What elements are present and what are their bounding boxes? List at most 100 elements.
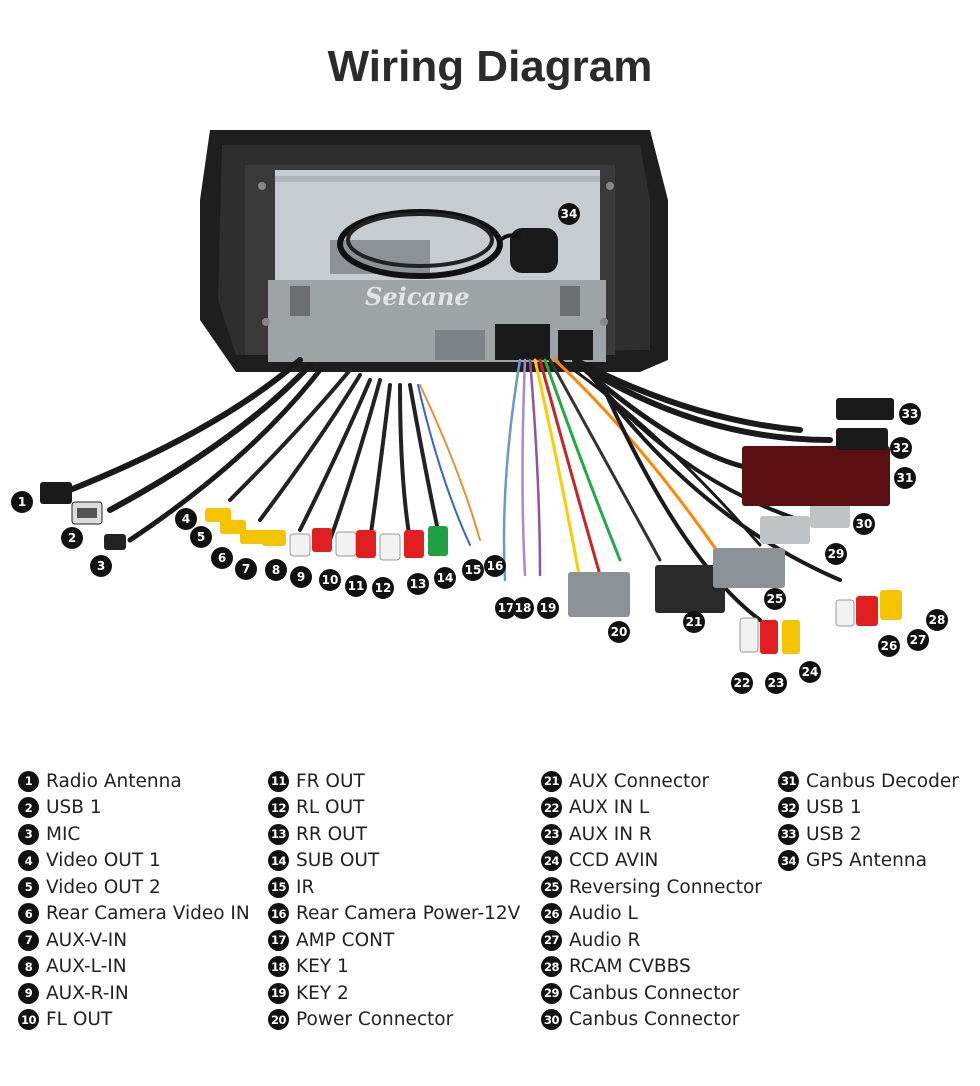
callout-label: 31	[897, 471, 914, 485]
callout-label: 9	[297, 570, 305, 584]
callout-label: 12	[375, 581, 392, 595]
legend-number-badge: 5	[18, 876, 39, 898]
callout-20: 20	[608, 621, 630, 643]
callout-label: 1	[18, 495, 26, 509]
callout-23: 23	[765, 672, 787, 694]
callout-label: 4	[182, 512, 190, 526]
legend-label: Video OUT 1	[46, 850, 161, 872]
callout-19: 19	[537, 597, 559, 619]
legend-label: Audio R	[569, 929, 641, 951]
callout-label: 3	[97, 559, 105, 573]
callout-34: 34	[558, 203, 580, 225]
legend-item: 9 AUX-R-IN	[18, 980, 250, 1007]
legend-number-badge: 27	[541, 929, 562, 951]
callout-label: 28	[929, 613, 946, 627]
power-connectors	[568, 398, 902, 654]
callout-26: 26	[878, 635, 900, 657]
callout-30: 30	[853, 513, 875, 535]
callout-17: 17	[495, 597, 517, 619]
callout-6: 6	[211, 547, 233, 569]
legend-label: FR OUT	[296, 770, 365, 792]
legend-number-badge: 10	[18, 1009, 39, 1031]
legend-label: USB 1	[46, 797, 102, 819]
legend-label: AUX-R-IN	[46, 982, 129, 1004]
callout-31: 31	[894, 467, 916, 489]
callout-label: 7	[242, 562, 250, 576]
callout-label: 6	[218, 551, 226, 565]
callout-7: 7	[235, 558, 257, 580]
callout-label: 23	[768, 676, 785, 690]
legend-number-badge: 9	[18, 982, 39, 1004]
legend-number-badge: 30	[541, 1009, 562, 1031]
callout-label: 32	[893, 441, 910, 455]
callout-label: 16	[487, 559, 504, 573]
callout-label: 5	[197, 530, 205, 544]
legend-label: GPS Antenna	[806, 850, 927, 872]
legend-number-badge: 2	[18, 797, 39, 819]
legend-number-badge: 32	[778, 797, 799, 819]
legend-label: Rear Camera Power-12V	[296, 903, 521, 925]
legend-item: 2 USB 1	[18, 795, 250, 822]
legend-label: Power Connector	[296, 1009, 454, 1031]
legend-label: Radio Antenna	[46, 770, 182, 792]
legend-number-badge: 7	[18, 929, 39, 951]
callout-label: 11	[348, 579, 365, 593]
legend-number-badge: 14	[268, 850, 289, 872]
page-title: Wiring Diagram	[327, 42, 653, 91]
callout-label: 20	[611, 625, 628, 639]
legend-number-badge: 15	[268, 876, 289, 898]
callout-label: 25	[767, 592, 784, 606]
left-connectors	[40, 482, 126, 550]
legend-label: USB 1	[806, 797, 862, 819]
legend-label: Canbus Decoder	[806, 770, 959, 792]
legend-number-badge: 23	[541, 823, 562, 845]
legend-label: KEY 1	[296, 956, 349, 978]
legend-number-badge: 8	[18, 956, 39, 978]
callout-label: 19	[540, 601, 557, 615]
callout-27: 27	[907, 629, 929, 651]
callout-label: 15	[465, 563, 482, 577]
callout-label: 33	[902, 407, 919, 421]
callout-13: 13	[407, 573, 429, 595]
rca-plugs	[205, 508, 448, 561]
wiring-diagram: Seicane	[11, 130, 948, 694]
legend-label: CCD AVIN	[569, 850, 659, 872]
legend-number-badge: 6	[18, 903, 39, 925]
callout-label: 30	[856, 517, 873, 531]
legend-number-badge: 19	[268, 982, 289, 1004]
callout-28: 28	[926, 609, 948, 631]
legend-label: USB 2	[806, 823, 862, 845]
legend-label: Canbus Connector	[569, 982, 740, 1004]
callout-label: 17	[498, 601, 515, 615]
callout-25: 25	[764, 588, 786, 610]
legend-label: IR	[296, 876, 315, 898]
legend-label: RCAM CVBBS	[569, 956, 691, 978]
legend-number-badge: 24	[541, 850, 562, 872]
callout-label: 29	[828, 547, 845, 561]
legend-number-badge: 3	[18, 823, 39, 845]
watermark: Seicane	[365, 282, 470, 311]
callout-label: 18	[515, 601, 532, 615]
legend-label: Reversing Connector	[569, 876, 762, 898]
legend-label: AMP CONT	[296, 929, 395, 951]
callout-15: 15	[462, 559, 484, 581]
legend-number-badge: 12	[268, 797, 289, 819]
legend-number-badge: 21	[541, 770, 562, 792]
callout-29: 29	[825, 543, 847, 565]
